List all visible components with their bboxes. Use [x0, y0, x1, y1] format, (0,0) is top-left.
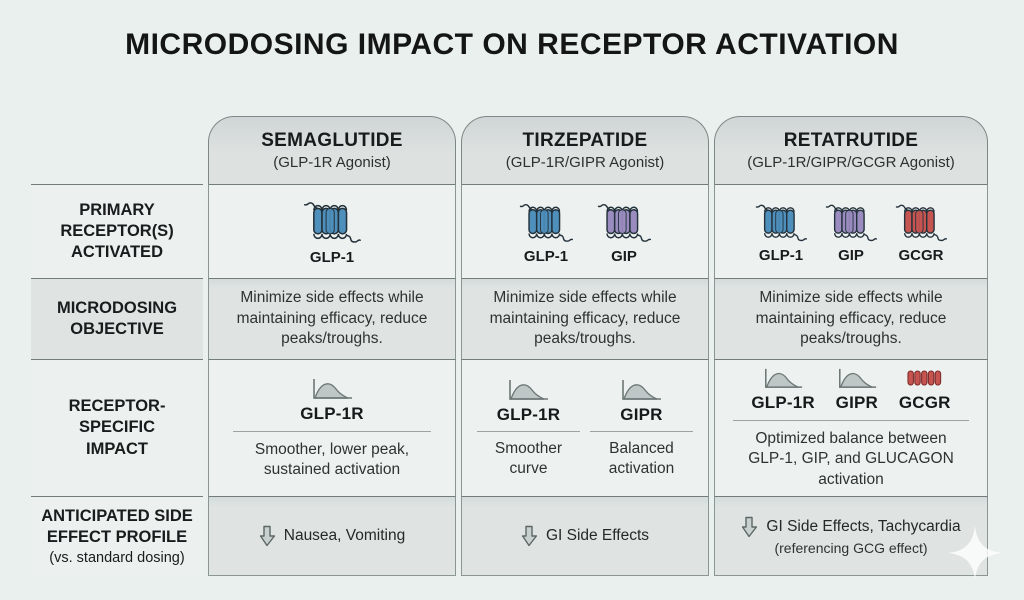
impact-receptor-name: GLP-1R: [496, 404, 561, 424]
receptor-glp1: GLP-1: [302, 197, 362, 266]
impact-description: Smoother curve: [494, 439, 563, 477]
gpcr-receptor-icon: [824, 200, 878, 245]
side-effect-text: GI Side Effects: [545, 527, 650, 544]
activation-curve-icon: [618, 377, 664, 403]
cell-primary-receptors-retatrutide: GLP-1 GIP GCGR: [714, 184, 988, 278]
receptor-glp1: GLP-1: [518, 199, 574, 265]
row-label-primary-receptors: PRIMARY RECEPTOR(S) ACTIVATED: [31, 184, 203, 278]
drug-subtitle: (GLP-1R/GIPR Agonist): [505, 154, 665, 171]
impact-receptor-name: GIPR: [835, 393, 879, 413]
activation-curve-icon: [505, 377, 551, 403]
cell-impact-retatrutide: GLP-1R GIPR GCGR Optimized balance betwe…: [714, 359, 988, 496]
column-header-tirzepatide: TIRZEPATIDE (GLP-1R/GIPR Agonist): [461, 116, 709, 184]
impact-receptor-name: GCGR: [898, 393, 951, 413]
row-label-side-effects: ANTICIPATED SIDE EFFECT PROFILE (vs. sta…: [31, 496, 203, 576]
row-label-text: ANTICIPATED SIDE EFFECT PROFILE: [41, 506, 193, 546]
cell-objective-tirzepatide: Minimize side effects while maintaining …: [461, 278, 709, 359]
side-effect-text: Nausea, Vomiting: [283, 527, 406, 544]
receptor-label: GCGR: [898, 246, 944, 264]
drug-name: RETATRUTIDE: [783, 130, 919, 151]
cell-impact-tirzepatide: GLP-1R Smoother curve GIPR Balanced acti…: [461, 359, 709, 496]
side-effect-note: (referencing GCG effect): [774, 540, 928, 556]
drug-subtitle: (GLP-1R/GIPR/GCGR Agonist): [747, 154, 955, 171]
impact-description: Optimized balance between GLP-1, GIP, an…: [748, 430, 954, 488]
gpcr-receptor-icon: [518, 199, 574, 246]
impact-sub-glp1r: GLP-1R Smoother curve: [476, 377, 581, 479]
gpcr-receptor-icon: [754, 200, 808, 245]
impact-receptor-name: GLP-1R: [751, 393, 815, 413]
gpcr-receptor-icon: [894, 200, 948, 245]
cell-impact-semaglutide: GLP-1R Smoother, lower peak, sustained a…: [208, 359, 456, 496]
receptor-bars-icon: [907, 370, 942, 391]
impact-description: Balanced activation: [608, 439, 675, 477]
cell-side-effects-retatrutide: GI Side Effects, Tachycardia (referencin…: [714, 496, 988, 576]
activation-curve-icon: [309, 376, 355, 402]
receptor-gip: GIP: [596, 199, 652, 265]
receptor-label: GIP: [838, 246, 864, 264]
impact-sub-gipr: GIPR Balanced activation: [589, 377, 694, 479]
impact-receptor-name: GLP-1R: [300, 403, 364, 423]
activation-curve-icon: [835, 366, 879, 391]
impact-sub-gipr: GIPR: [835, 366, 879, 413]
cell-objective-retatrutide: Minimize side effects while maintaining …: [714, 278, 988, 359]
receptor-label: GLP-1: [523, 247, 569, 265]
cell-primary-receptors-semaglutide: GLP-1: [208, 184, 456, 278]
column-header-retatrutide: RETATRUTIDE (GLP-1R/GIPR/GCGR Agonist): [714, 116, 988, 184]
cell-side-effects-semaglutide: Nausea, Vomiting: [208, 496, 456, 576]
column-header-semaglutide: SEMAGLUTIDE (GLP-1R Agonist): [208, 116, 456, 184]
receptor-label: GLP-1: [758, 246, 804, 264]
drug-subtitle: (GLP-1R Agonist): [273, 154, 391, 171]
objective-text: Minimize side effects while maintaining …: [755, 288, 947, 348]
header-spacer: [31, 116, 203, 184]
sparkle-icon: [946, 524, 1004, 582]
decrease-arrow-icon: [741, 516, 758, 538]
gpcr-receptor-icon: [302, 197, 362, 247]
side-effect-text: GI Side Effects, Tachycardia: [766, 518, 961, 535]
page-title: MICRODOSING IMPACT ON RECEPTOR ACTIVATIO…: [125, 28, 899, 61]
receptor-label: GLP-1: [309, 249, 355, 266]
receptor-glp1: GLP-1: [754, 200, 808, 264]
impact-sub-gcgr: GCGR: [899, 370, 951, 413]
receptor-gcgr: GCGR: [894, 200, 948, 264]
impact-receptor-name: GIPR: [620, 404, 663, 424]
comparison-table: SEMAGLUTIDE (GLP-1R Agonist) TIRZEPATIDE…: [31, 116, 988, 576]
cell-side-effects-tirzepatide: GI Side Effects: [461, 496, 709, 576]
drug-name: SEMAGLUTIDE: [261, 130, 403, 151]
impact-sub-glp1r: GLP-1R: [751, 366, 815, 413]
activation-curve-icon: [761, 366, 805, 391]
receptor-gip: GIP: [824, 200, 878, 264]
decrease-arrow-icon: [259, 525, 275, 547]
cell-primary-receptors-tirzepatide: GLP-1 GIP: [461, 184, 709, 278]
row-label-microdosing-objective: MICRODOSING OBJECTIVE: [31, 278, 203, 359]
decrease-arrow-icon: [521, 525, 537, 547]
gpcr-receptor-icon: [596, 199, 652, 246]
objective-text: Minimize side effects while maintaining …: [489, 288, 681, 348]
drug-name: TIRZEPATIDE: [522, 130, 648, 151]
row-label-receptor-impact: RECEPTOR- SPECIFIC IMPACT: [31, 359, 203, 496]
receptor-label: GIP: [611, 247, 637, 265]
impact-description: Smoother, lower peak, sustained activati…: [254, 440, 410, 478]
row-label-subtext: (vs. standard dosing): [49, 549, 185, 566]
objective-text: Minimize side effects while maintaining …: [236, 288, 428, 348]
cell-objective-semaglutide: Minimize side effects while maintaining …: [208, 278, 456, 359]
